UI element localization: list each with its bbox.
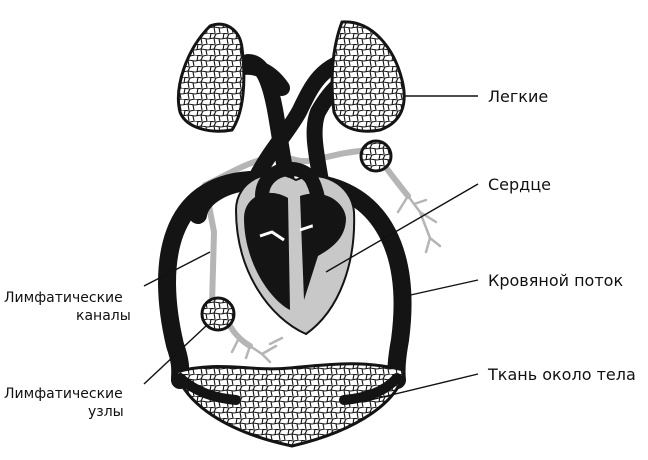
lymph-branches	[230, 194, 442, 364]
body-tissue	[174, 362, 406, 448]
label-lymph-channels-line2: каналы	[76, 308, 131, 324]
tissue-inflow	[175, 373, 241, 405]
aortic-arch	[255, 161, 327, 249]
leader-lines	[143, 95, 479, 403]
right-lung	[330, 20, 406, 133]
lymph-node-upper	[359, 139, 393, 173]
label-body-tissue: Ткань около тела	[487, 365, 636, 384]
label-lungs: Легкие	[488, 87, 548, 106]
label-lymph-nodes-line1: Лимфатические	[4, 386, 123, 402]
tissue-outflow	[339, 373, 402, 405]
heart-left-chambers	[244, 192, 290, 310]
lymph-node-lower	[200, 296, 236, 332]
label-heart: Сердце	[488, 175, 551, 194]
label-lymph-nodes-line2: узлы	[88, 404, 124, 420]
label-lymph-channels-line1: Лимфатические	[4, 290, 123, 306]
heart	[234, 161, 356, 336]
label-bloodstream: Кровяной поток	[488, 271, 623, 290]
left-lung	[177, 22, 246, 133]
